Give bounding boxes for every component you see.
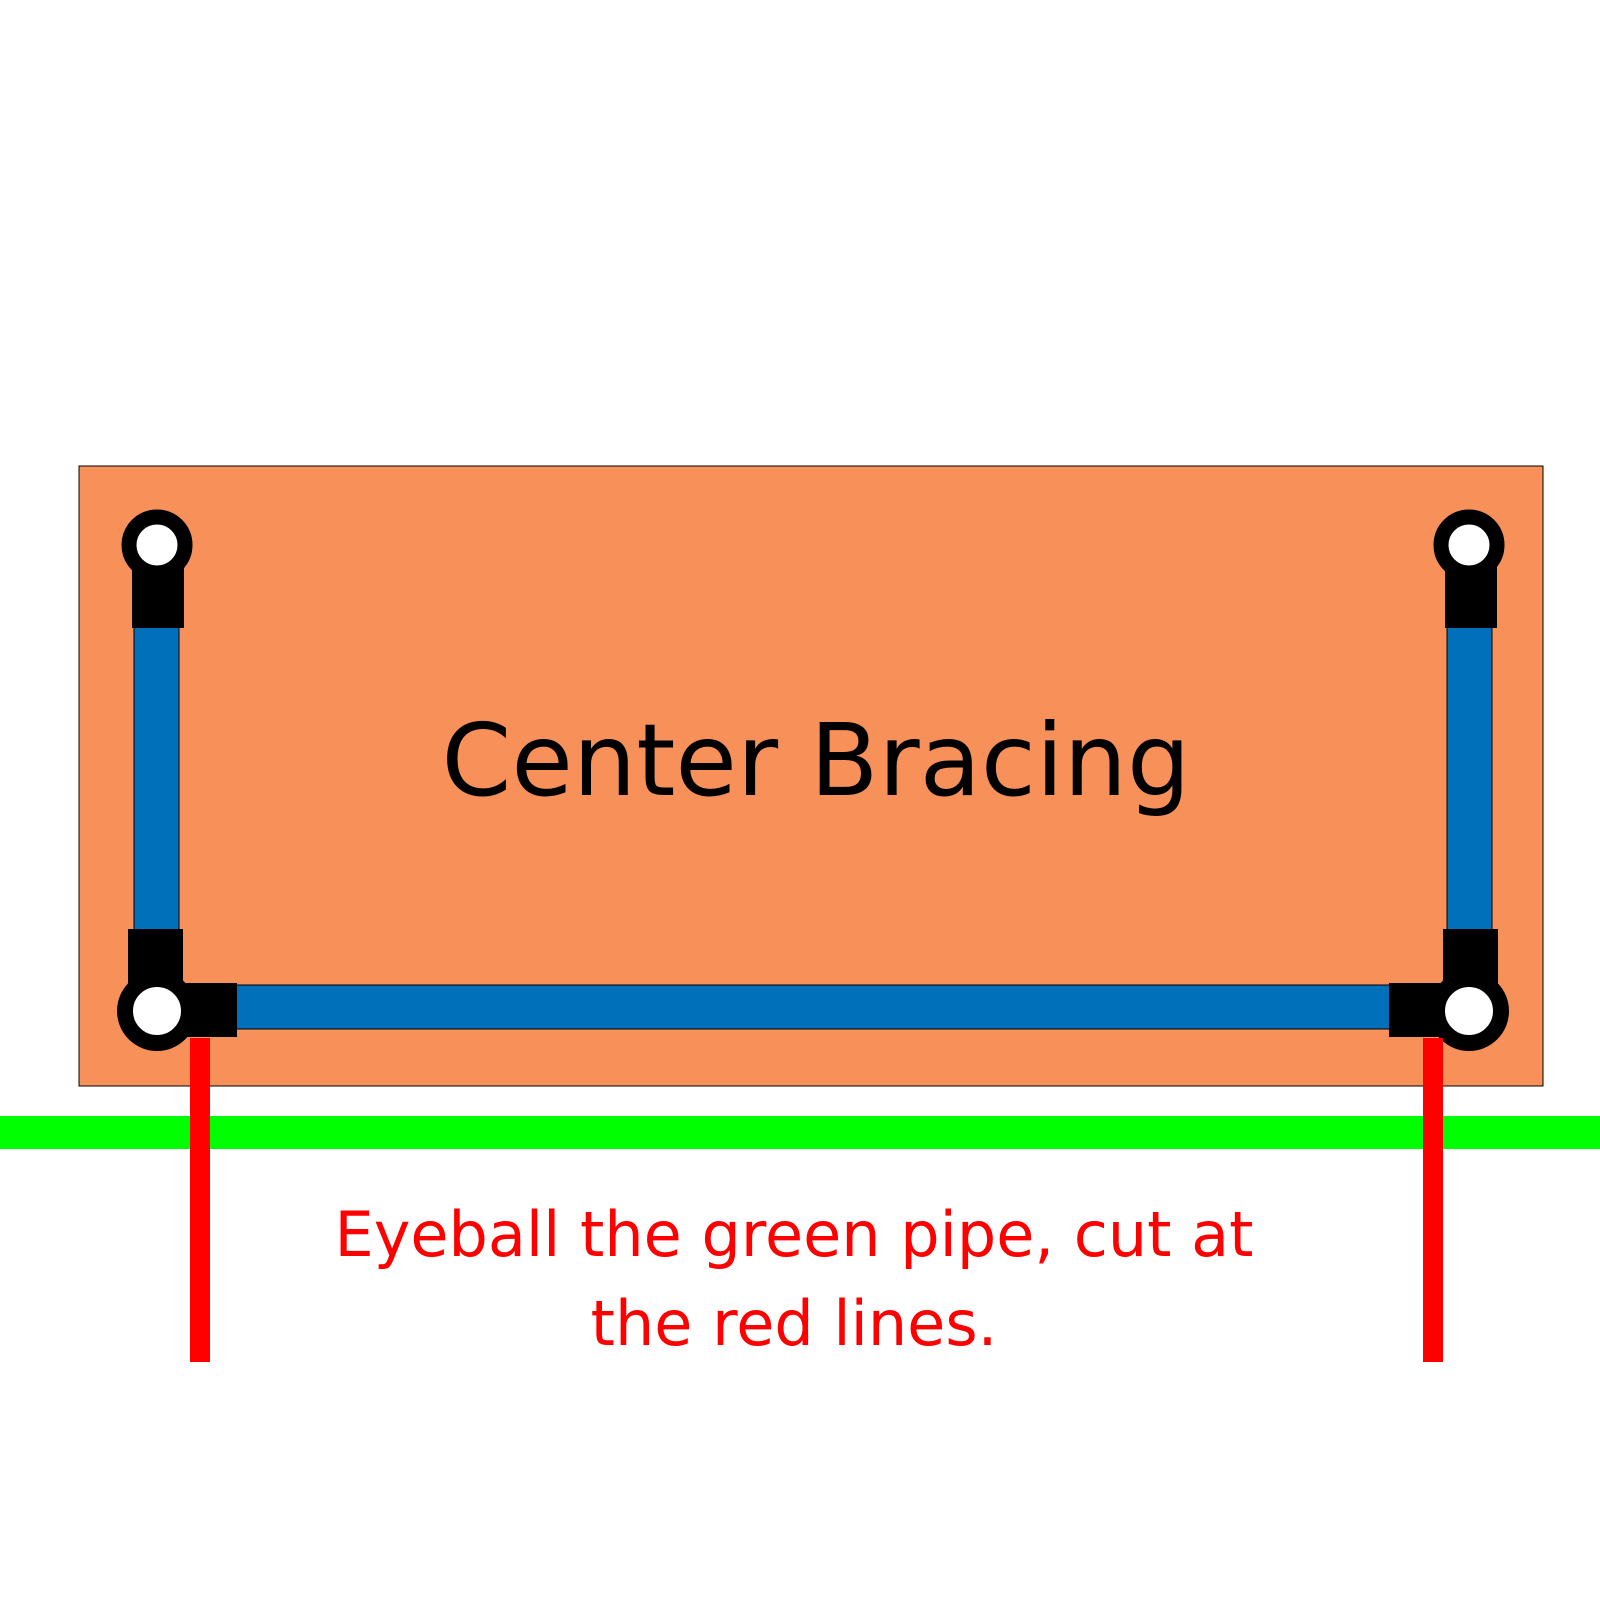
bottom-right-tee-fitting [1389,929,1509,1051]
left-red-cut-line [190,1038,210,1362]
bottom-horizontal-blue-pipe [229,984,1396,1030]
instruction-line-2: the red lines. [591,1287,998,1360]
right-red-cut-line [1423,1038,1443,1362]
diagram-title: Center Bracing [442,702,1191,819]
right-vertical-blue-pipe [1446,624,1493,936]
top-left-elbow-fitting [121,509,193,628]
bracing-panel [78,465,1544,1087]
instruction-line-1: Eyeball the green pipe, cut at [335,1198,1254,1271]
green-pipe [0,1116,1600,1149]
bottom-left-tee-fitting [117,929,237,1051]
left-vertical-blue-pipe [133,624,180,936]
top-right-elbow-fitting [1433,509,1505,628]
